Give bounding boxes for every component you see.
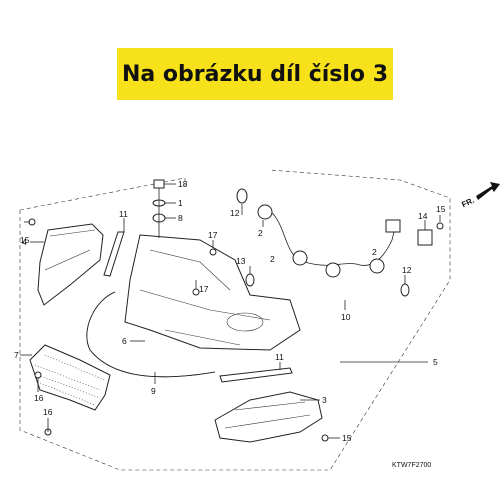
- callout-9: 9: [151, 386, 156, 396]
- callout-2-b: 2: [270, 254, 275, 264]
- callout-18: 18: [178, 179, 188, 189]
- callout-16-upper: 16: [34, 393, 44, 403]
- screw-part-15-bottom: [321, 434, 329, 442]
- bulb-part-13: [245, 273, 255, 287]
- diagram-code: KTW7F2700: [392, 462, 431, 469]
- left-reflector-part-7: [29, 344, 111, 411]
- clip-part-14: [417, 229, 433, 246]
- callout-16-lower: 16: [43, 407, 53, 417]
- leader-lines: [20, 183, 441, 439]
- callout-14: 14: [418, 211, 428, 221]
- callout-15-right: 15: [436, 204, 446, 214]
- callout-15-left: 15: [20, 235, 30, 245]
- seal-strip-part-11-upper: [103, 231, 125, 277]
- seal-strip-part-11-lower: [219, 367, 293, 383]
- callout-1: 1: [178, 198, 183, 208]
- banner-text: Na obrázku díl číslo 3: [121, 61, 389, 87]
- callout-2-a: 2: [258, 228, 263, 238]
- wiring-harness-part-10: [257, 204, 401, 278]
- bulb-part-12-lower: [400, 283, 410, 297]
- callout-3: 3: [322, 395, 327, 405]
- callout-7: 7: [14, 350, 19, 360]
- right-lens-part-3: [214, 391, 323, 443]
- headlight-housing-part-6: [124, 234, 301, 351]
- callout-2-c: 2: [372, 247, 377, 257]
- callout-5: 5: [433, 357, 438, 367]
- callout-6: 6: [122, 336, 127, 346]
- callout-4: 4: [22, 237, 27, 247]
- screw-stack-parts-18-1-8: [152, 179, 166, 238]
- part-number-banner: Na obrázku díl číslo 3: [117, 48, 393, 100]
- front-direction-marker: FR.: [460, 182, 500, 209]
- callout-13: 13: [236, 256, 246, 266]
- assembly-frame: [19, 169, 451, 471]
- callout-12-upper: 12: [230, 208, 240, 218]
- front-label: FR.: [460, 196, 475, 210]
- callout-17-lower: 17: [199, 284, 209, 294]
- callout-17-upper: 17: [208, 230, 218, 240]
- callout-12-lower: 12: [402, 265, 412, 275]
- screw-part-17-a: [209, 248, 217, 256]
- callout-10: 10: [341, 312, 351, 322]
- callout-11-upper: 11: [119, 209, 128, 219]
- callout-11-lower: 11: [275, 352, 284, 362]
- screw-part-15-right: [436, 222, 444, 230]
- callout-8: 8: [178, 213, 183, 223]
- screw-part-16-a: [34, 371, 42, 379]
- callout-15-bottom: 15: [342, 433, 352, 443]
- bulb-part-12-upper: [236, 188, 248, 204]
- left-lens-part-4: [37, 223, 104, 306]
